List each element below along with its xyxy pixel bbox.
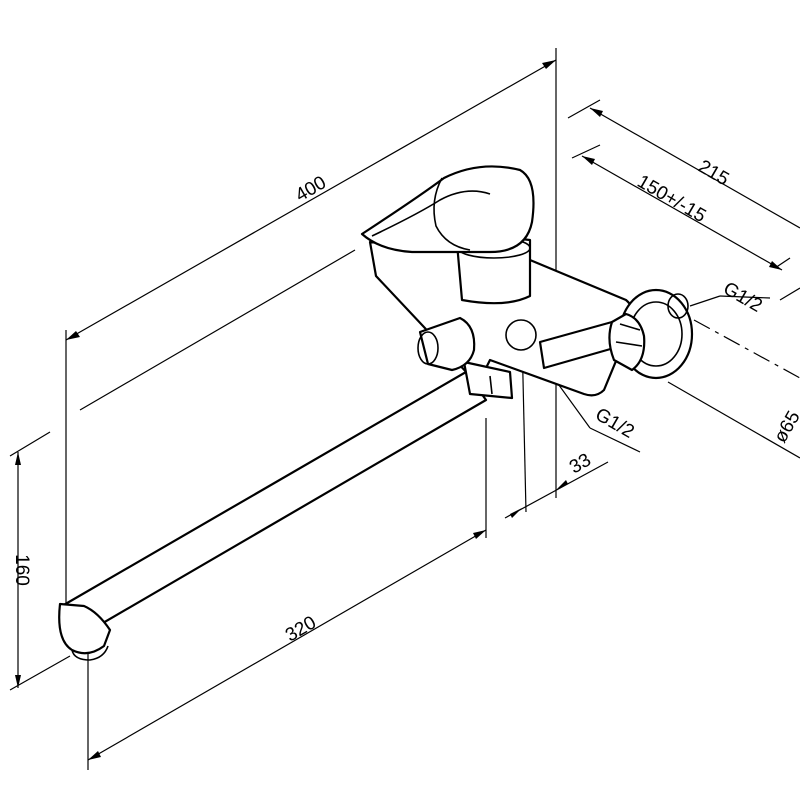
lever-handle-edge [371, 190, 491, 237]
spout-arm [60, 370, 488, 636]
dimension-line-150 [581, 155, 783, 271]
mixer-body [360, 165, 635, 400]
arrow-400-right [542, 60, 556, 69]
extension-line-150-top [571, 144, 601, 159]
extension-line-150-right [774, 257, 791, 269]
label-centers: 150+/-15 [634, 171, 710, 227]
leader-g12-inlet-shelf [719, 295, 771, 299]
arrow-320-left [88, 751, 101, 760]
coupling-nut [608, 312, 646, 372]
spout-aerator [71, 645, 109, 661]
dimension-line-33 [504, 461, 609, 519]
extension-line-160-top [9, 431, 51, 457]
extension-line-215-right [779, 287, 800, 301]
outlet-stub-edge [489, 375, 493, 395]
eccentric-connector [608, 288, 694, 380]
arrow-160-bottom [15, 675, 21, 688]
leader-g12-outlet-shelf [589, 427, 641, 453]
arrow-320-right [473, 530, 486, 539]
label-height: 160 [11, 554, 32, 586]
diverter-knob-face [417, 331, 439, 365]
label-thread-outlet: G1/2 [592, 404, 638, 443]
dimension-line-215 [589, 107, 800, 229]
label-flange-diameter: ø65 [770, 408, 800, 447]
leader-g12-inlet [689, 295, 721, 307]
arrow-33-right [556, 480, 568, 490]
arrow-215-left [590, 108, 603, 117]
label-spout-length: 320 [282, 612, 320, 646]
coupling-nut-facet-1 [619, 323, 641, 331]
label-offset: 33 [566, 450, 595, 479]
spout-tip [58, 602, 112, 655]
label-thread-inlet: G1/2 [720, 278, 766, 317]
dimension-line-400 [65, 59, 557, 341]
spout [58, 370, 488, 661]
lever-handle [360, 165, 535, 254]
extension-line-160-bottom [9, 655, 71, 691]
dimension-lines [9, 48, 800, 770]
coupling-nut-facet-2 [615, 341, 643, 347]
projection-line-top [79, 249, 356, 411]
label-wall-depth: 215 [695, 156, 733, 190]
shower-outlet [505, 319, 537, 351]
centerline-inlet [693, 319, 800, 379]
inlet-thread [667, 293, 689, 319]
arrow-150-left [582, 156, 595, 165]
arrow-160-top [15, 452, 21, 465]
lever-handle-contour [433, 177, 471, 251]
arrow-33-left [510, 508, 522, 518]
arrow-150-right [769, 261, 782, 270]
diverter-knob [418, 316, 476, 372]
arrow-400-left [66, 331, 80, 340]
dimension-line-320 [87, 529, 487, 761]
dimension-line-65 [667, 381, 800, 459]
outlet-stub [462, 360, 514, 400]
label-overall-length: 400 [292, 172, 330, 206]
extension-line-215-top [567, 99, 601, 119]
